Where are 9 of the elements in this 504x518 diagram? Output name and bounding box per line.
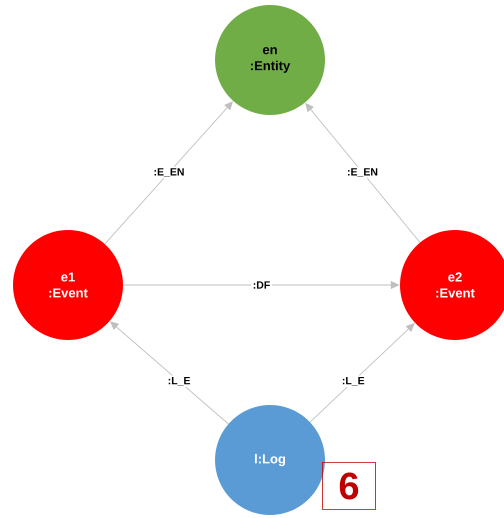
edge-label: :L_E [166,376,192,387]
circle-node: l:Log [215,405,325,515]
circle-node: en :Entity [215,5,325,115]
edge-label: :L_E [340,376,366,387]
circle-node: e1 :Event [13,230,123,340]
edge-label: :DF [251,280,272,290]
step-number: 6 [322,462,376,510]
edge-label: :E_EN [346,166,380,178]
edge-label: :E_EN [152,166,186,178]
